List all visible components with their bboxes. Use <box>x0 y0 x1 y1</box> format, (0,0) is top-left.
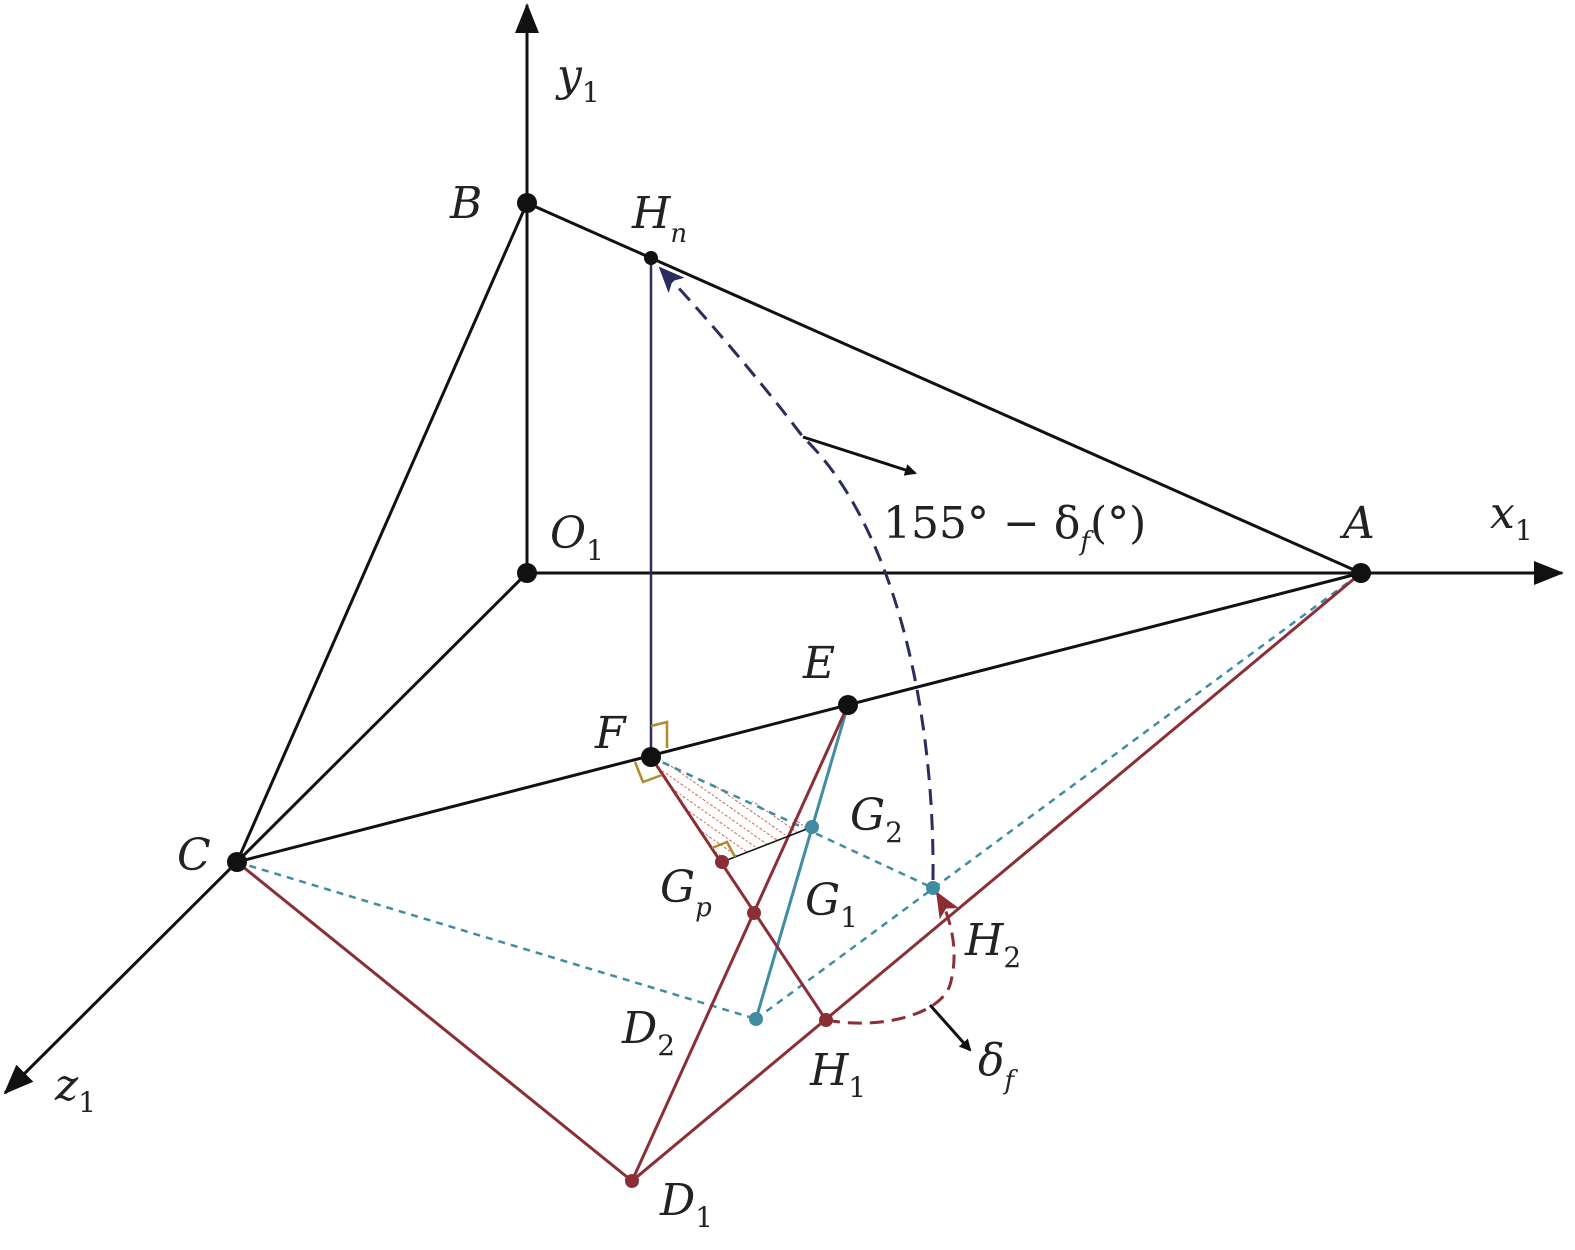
point-O1 <box>517 563 537 583</box>
label-A: A <box>1339 498 1375 549</box>
rotation-arc-navy <box>658 266 935 881</box>
point-H1 <box>819 1013 833 1027</box>
label-G2: G2 <box>850 790 903 849</box>
maroon-edge-D1-A <box>631 571 1362 1183</box>
label-B: B <box>449 178 482 229</box>
point-E <box>838 695 858 715</box>
point-B <box>517 193 537 213</box>
label-delta-f: δf <box>978 1035 1019 1096</box>
point-G2 <box>805 820 819 834</box>
edge-Gp-G2 <box>721 826 813 863</box>
point-G1 <box>747 906 761 920</box>
label-O1: O1 <box>550 508 604 567</box>
edge-BA <box>526 201 1362 575</box>
maroon-edge-C-D1 <box>236 860 633 1183</box>
point-Gp <box>715 855 729 869</box>
label-G1: G1 <box>805 875 858 934</box>
right-angle-mark-F-top <box>650 720 669 748</box>
label-Gp: Gp <box>660 862 712 923</box>
label-H2: H2 <box>964 915 1021 974</box>
label-z1: z1 <box>54 1060 96 1119</box>
maroon-edge-F-H1 <box>649 756 828 1021</box>
edge-CA <box>236 571 1362 864</box>
z1-axis <box>3 571 529 1095</box>
label-y1: y1 <box>555 50 600 109</box>
label-D2: D2 <box>621 1003 675 1062</box>
label-D1: D1 <box>659 1175 713 1234</box>
angle-pointer-arrow <box>802 435 917 476</box>
label-F: F <box>594 708 627 759</box>
label-H1: H1 <box>809 1045 866 1104</box>
edge-BC <box>235 202 529 863</box>
right-angle-mark-Gp <box>711 840 737 858</box>
delta-pointer-arrow <box>928 1004 972 1052</box>
point-C <box>227 852 247 872</box>
point-A <box>1351 563 1371 583</box>
teal-edge-E-D2 <box>754 704 850 1020</box>
points-group <box>227 193 1371 1188</box>
hatched-region <box>652 757 812 862</box>
label-x1: x1 <box>1490 488 1533 547</box>
label-C: C <box>177 830 211 881</box>
point-D1 <box>625 1174 639 1188</box>
label-E: E <box>802 638 835 689</box>
point-F <box>641 747 661 767</box>
maroon-edge-D1-E <box>630 704 850 1182</box>
rotation-arc-maroon <box>825 891 959 1025</box>
right-angle-mark-F-bottom <box>633 761 663 784</box>
point-Hn <box>644 251 658 265</box>
label-Hn: Hn <box>631 188 687 249</box>
teal-dashed-D2-A <box>755 571 1362 1021</box>
point-D2 <box>749 1012 763 1026</box>
point-H2 <box>926 881 940 895</box>
label-rotation-angle: 155° − δf(°) <box>883 498 1146 557</box>
